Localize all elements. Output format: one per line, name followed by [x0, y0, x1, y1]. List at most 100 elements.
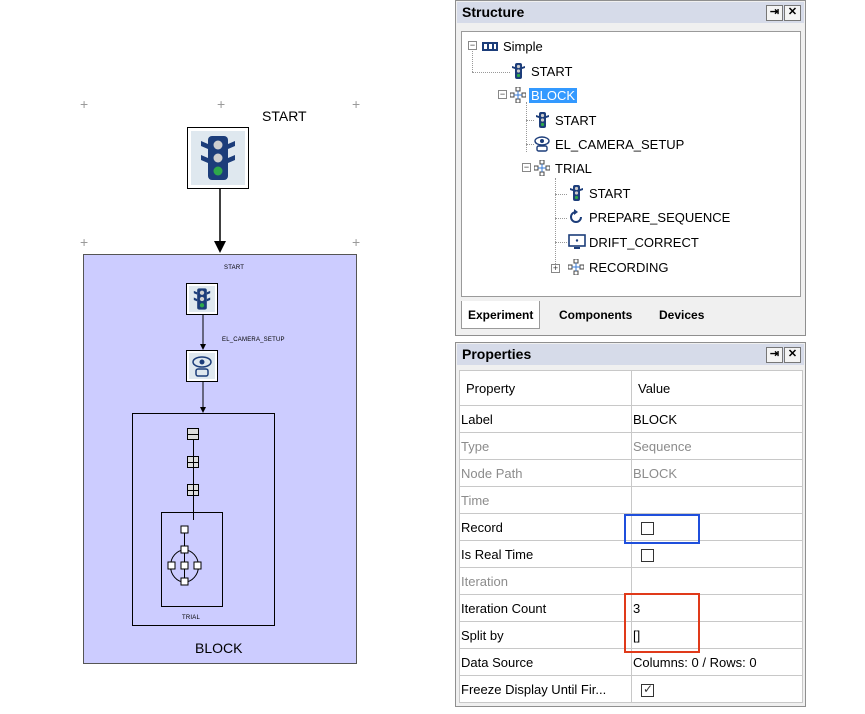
- experiment-canvas[interactable]: + + + + + START START: [0, 0, 440, 714]
- tree-item-label: START: [589, 185, 631, 201]
- camera-setup-node[interactable]: [186, 350, 218, 382]
- pin-button[interactable]: ⇥: [766, 5, 783, 21]
- tree-item-trial-start[interactable]: START: [568, 184, 632, 202]
- grid-cross: +: [352, 96, 361, 112]
- structure-title: Structure: [462, 4, 525, 20]
- start-node-label: START: [262, 108, 307, 124]
- tree-item-recording[interactable]: RECORDING: [567, 258, 670, 276]
- sequence-icon: [533, 159, 551, 177]
- tree-item-trial[interactable]: TRIAL: [533, 159, 594, 177]
- tree-item-prepare-sequence[interactable]: PREPARE_SEQUENCE: [568, 208, 732, 226]
- expand-toggle[interactable]: +: [551, 263, 560, 273]
- sequence-icon: [567, 258, 585, 276]
- property-column-header: Property: [459, 370, 632, 406]
- property-name: Time: [459, 486, 632, 514]
- connector-arrow: [214, 189, 226, 253]
- property-name: Type: [459, 432, 632, 460]
- structure-panel: Structure ⇥ ✕ − Simple START −: [455, 0, 806, 336]
- inner-start-label: START: [224, 265, 245, 271]
- connector-arrow: [200, 382, 206, 413]
- monitor-icon: [568, 234, 586, 250]
- close-button[interactable]: ✕: [784, 5, 801, 21]
- property-value: BLOCK: [631, 459, 803, 487]
- pin-button[interactable]: ⇥: [766, 347, 783, 363]
- grid-cross: +: [80, 96, 89, 112]
- structure-tree[interactable]: − Simple START − BLOCK START EL_CAMER: [461, 31, 801, 297]
- eye-camera-icon: [192, 356, 212, 377]
- inner-start-node[interactable]: [186, 283, 218, 315]
- property-name: Data Source: [459, 648, 632, 676]
- property-name: Iteration: [459, 567, 632, 595]
- block-label: BLOCK: [195, 640, 243, 656]
- traffic-light-icon: [201, 136, 235, 180]
- tree-item-label: BLOCK: [529, 87, 578, 103]
- highlight-box-red: [624, 593, 700, 653]
- collapse-toggle[interactable]: −: [498, 89, 507, 99]
- tree-item-start[interactable]: START: [510, 62, 574, 80]
- properties-panel: Properties ⇥ ✕ Property Value Label BLOC…: [455, 342, 806, 707]
- property-name: Node Path: [459, 459, 632, 487]
- grid-cross: +: [217, 96, 226, 112]
- experiment-icon: [482, 38, 498, 54]
- recording-sequence-node[interactable]: [161, 512, 223, 607]
- property-row-split-by[interactable]: Split by []: [459, 621, 803, 649]
- eye-camera-icon: [534, 136, 550, 152]
- collapse-toggle[interactable]: −: [468, 40, 477, 50]
- highlight-box-blue: [624, 514, 700, 544]
- trial-label: TRIAL: [182, 615, 201, 621]
- tree-item-label: DRIFT_CORRECT: [589, 234, 699, 250]
- property-row-time: Time: [459, 486, 803, 514]
- record-checkbox[interactable]: [641, 521, 654, 535]
- data-source-field[interactable]: Columns: 0 / Rows: 0: [631, 648, 803, 676]
- tree-item-label: Simple: [503, 38, 543, 54]
- camera-setup-label: EL_CAMERA_SETUP: [222, 337, 285, 343]
- properties-grid: Property Value Label BLOCK Type Sequence…: [459, 370, 803, 703]
- tab-devices[interactable]: Devices: [659, 308, 705, 322]
- sequence-icon: [509, 86, 527, 104]
- tab-components[interactable]: Components: [559, 308, 633, 322]
- property-value: [631, 486, 803, 514]
- trial-connector: [193, 440, 194, 520]
- property-row-record[interactable]: Record: [459, 513, 803, 541]
- property-name: Iteration Count: [459, 594, 632, 622]
- property-row-data-source[interactable]: Data Source Columns: 0 / Rows: 0: [459, 648, 803, 676]
- property-value: [631, 567, 803, 595]
- property-value: Sequence: [631, 432, 803, 460]
- traffic-light-icon: [193, 288, 211, 310]
- tree-item-block[interactable]: BLOCK: [509, 86, 578, 104]
- property-row-label[interactable]: Label BLOCK: [459, 405, 803, 433]
- tree-item-simple[interactable]: Simple: [482, 37, 545, 55]
- property-row-is-real-time[interactable]: Is Real Time: [459, 540, 803, 568]
- tree-item-label: START: [555, 112, 597, 128]
- is-real-time-checkbox[interactable]: [641, 548, 654, 562]
- properties-header-row: Property Value: [459, 370, 803, 406]
- value-column-header: Value: [631, 370, 803, 406]
- tree-item-block-start[interactable]: START: [534, 111, 598, 129]
- grid-cross: +: [80, 234, 89, 250]
- tree-item-label: PREPARE_SEQUENCE: [589, 209, 731, 225]
- tree-item-label: TRIAL: [555, 160, 592, 176]
- tree-item-camera-setup[interactable]: EL_CAMERA_SETUP: [534, 135, 686, 153]
- property-row-freeze-display[interactable]: Freeze Display Until Fir...: [459, 675, 803, 703]
- property-row-iteration: Iteration: [459, 567, 803, 595]
- trial-start-node[interactable]: [187, 428, 199, 440]
- traffic-light-icon: [510, 63, 526, 79]
- freeze-display-checkbox[interactable]: [641, 682, 654, 697]
- properties-title-bar: Properties ⇥ ✕: [457, 344, 804, 365]
- collapse-toggle[interactable]: −: [522, 162, 531, 172]
- properties-title: Properties: [462, 346, 532, 362]
- tree-item-label: EL_CAMERA_SETUP: [555, 136, 685, 152]
- recording-graph-icon: [167, 525, 202, 586]
- property-value-field[interactable]: BLOCK: [631, 405, 803, 433]
- traffic-light-icon: [534, 112, 550, 128]
- property-name: Split by: [459, 621, 632, 649]
- block-sequence-node[interactable]: [83, 254, 357, 664]
- tab-experiment[interactable]: Experiment: [461, 301, 541, 329]
- connector-arrow: [200, 315, 206, 350]
- tree-item-drift-correct[interactable]: DRIFT_CORRECT: [568, 233, 701, 251]
- start-node[interactable]: [187, 127, 249, 189]
- close-button[interactable]: ✕: [784, 347, 801, 363]
- tree-item-label: START: [531, 63, 573, 79]
- tree-item-label: RECORDING: [589, 259, 669, 275]
- trial-sequence-node[interactable]: [132, 413, 275, 626]
